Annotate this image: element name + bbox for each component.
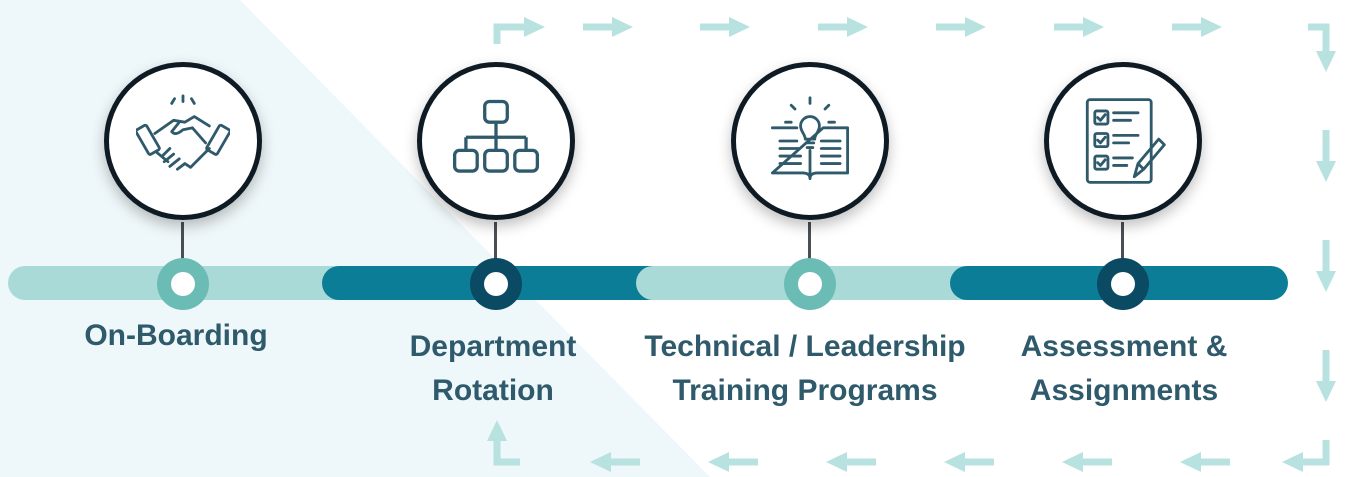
connector-stem-4 xyxy=(1121,222,1124,272)
step-circle-1 xyxy=(104,62,262,220)
connector-stem-2 xyxy=(494,222,497,272)
step-label-4: Assessment & Assignments xyxy=(1004,325,1244,413)
top-arrow-row xyxy=(493,17,1222,44)
step-circle-4 xyxy=(1044,62,1202,220)
step-label-2: Department Rotation xyxy=(373,325,613,413)
connector-stem-3 xyxy=(808,222,811,272)
step-label-3-line-2: Training Programs xyxy=(672,374,938,407)
step-label-2-line-2: Rotation xyxy=(432,374,554,407)
step-circle-2 xyxy=(417,62,575,220)
timeline-node-3 xyxy=(798,272,822,296)
timeline-node-1 xyxy=(171,272,195,296)
timeline-node-2 xyxy=(484,272,508,296)
bottom-arrow-row xyxy=(590,440,1330,472)
timeline-node-4 xyxy=(1111,272,1135,296)
step-label-2-line-1: Department xyxy=(409,330,577,363)
step-circle-3 xyxy=(731,62,889,220)
connector-stem-1 xyxy=(181,222,184,272)
lightbulb-book-icon xyxy=(770,96,850,181)
right-arrow-column xyxy=(1308,23,1336,402)
org-chart-icon xyxy=(452,99,540,173)
checklist-icon xyxy=(1085,98,1166,184)
step-label-4-line-2: Assignments xyxy=(1029,374,1219,407)
return-arrow xyxy=(487,420,520,466)
step-label-4-line-1: Assessment & xyxy=(1020,330,1228,363)
step-label-3-line-1: Technical / Leadership xyxy=(644,330,966,363)
step-label-1-line-1: On-Boarding xyxy=(84,319,268,352)
top-arrow-segments xyxy=(583,17,1222,37)
step-label-3: Technical / Leadership Training Programs xyxy=(628,325,982,413)
handshake-icon xyxy=(136,94,230,171)
step-label-1: On-Boarding xyxy=(46,314,306,358)
